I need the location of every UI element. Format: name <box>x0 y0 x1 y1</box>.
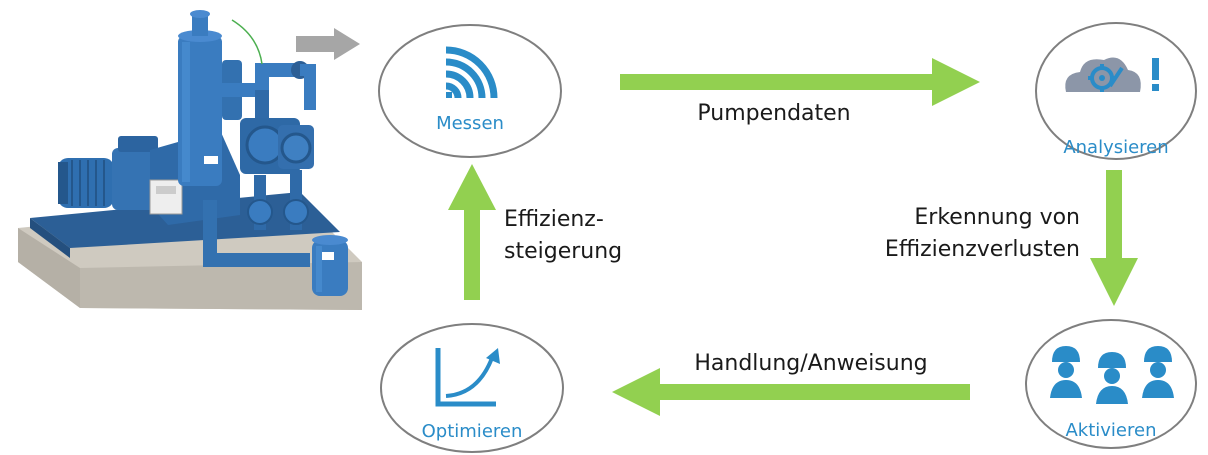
arrow-effizienz <box>448 164 496 300</box>
node-label-aktivieren: Aktivieren <box>1065 420 1156 441</box>
edge-label-erkennung-line2: Effizienzverlusten <box>885 237 1080 262</box>
edge-label-handlung: Handlung/Anweisung <box>694 351 927 376</box>
cloud-gear-alert-icon <box>1065 57 1159 92</box>
node-label-analysieren: Analysieren <box>1063 137 1168 158</box>
node-aktivieren: Aktivieren <box>1025 319 1197 449</box>
node-optimieren: Optimieren <box>380 323 564 453</box>
edge-label-effizienz-line2: steigerung <box>504 239 622 264</box>
growth-curve-icon <box>435 348 500 407</box>
node-label-messen: Messen <box>436 113 504 134</box>
team-workers-icon <box>1050 346 1174 404</box>
node-label-optimieren: Optimieren <box>422 421 523 442</box>
input-arrow <box>296 28 360 60</box>
arrow-erkennung <box>1090 170 1138 306</box>
wireless-signal-icon <box>445 46 498 99</box>
pump-machine-illustration <box>18 10 362 310</box>
edge-label-erkennung-line1: Erkennung von <box>914 205 1080 230</box>
arrow-pumpendaten <box>620 58 980 106</box>
edge-label-effizienz-line1: Effizienz- <box>504 207 604 232</box>
node-analysieren: Analysieren <box>1035 22 1197 160</box>
node-messen: Messen <box>378 24 562 158</box>
edge-label-pumpendaten: Pumpendaten <box>697 101 850 126</box>
